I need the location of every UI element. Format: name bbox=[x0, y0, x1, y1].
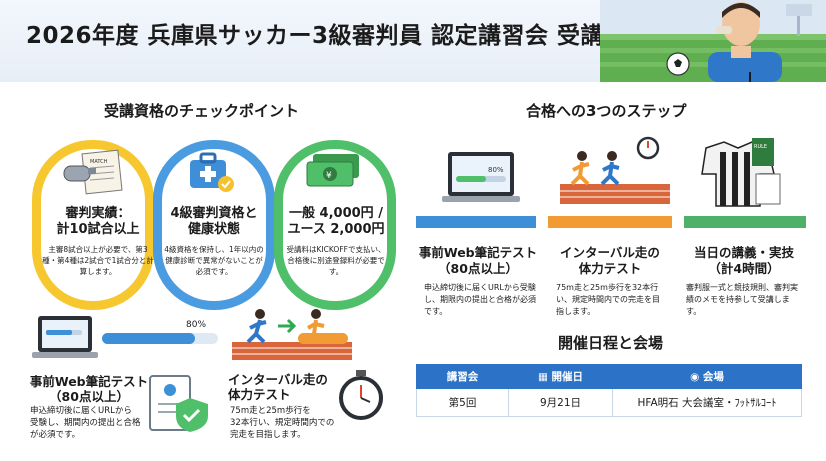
check-item-title-2b: 健康状態 bbox=[187, 222, 240, 237]
medical-kit-icon bbox=[190, 152, 234, 192]
referee-illustration bbox=[600, 0, 826, 82]
money-icon: ¥ bbox=[306, 154, 359, 187]
steps-section-title: 合格への3つのステップ bbox=[526, 102, 687, 120]
page-header: 2026年度 兵庫県サッカー3級審判員 認定講習会 受講ガイド bbox=[0, 0, 826, 82]
step-laptop-icon: 80% bbox=[442, 152, 520, 202]
web-test-note: 申込締切後に届くURLから 受験し、期間内の提出と合格 が必須です。 bbox=[30, 405, 141, 441]
schedule-cell-session: 第5回 bbox=[416, 388, 509, 417]
run-test-note-3: 完走を目指します。 bbox=[230, 430, 306, 440]
rule-book-label: RULE bbox=[754, 144, 767, 150]
step3-title-2: （計4時間） bbox=[708, 261, 780, 276]
schedule-header-session: 講習会 bbox=[416, 364, 509, 389]
check-item-fee-text: 一般 4,000円 / ユース 2,000円 受講料はKICKOFFで支払い、合… bbox=[284, 206, 388, 277]
check-item-note-1: 主審8試合以上が必要で、第3種・第4種は2試合で1試合分と計算します。 bbox=[42, 245, 154, 276]
step1-note: 申込締切後に届くURLから受験し、期限内の提出と合格が必須です。 bbox=[424, 283, 536, 316]
schedule-cell-date: 9月21日 bbox=[508, 388, 613, 417]
step1-title: 事前Web筆記テスト （80点以上） bbox=[416, 245, 540, 277]
check-item-fee bbox=[274, 140, 396, 310]
check-item-title-3b: ユース 2,000円 bbox=[287, 222, 385, 237]
referee-icon bbox=[708, 2, 782, 82]
yen-label: ¥ bbox=[326, 171, 332, 181]
web-test-note-1: 申込締切後に届くURLから bbox=[30, 406, 132, 416]
schedule-cell-venue: HFA明石 大会議室・ﾌｯﾄｻﾙｺｰﾄ bbox=[612, 388, 802, 417]
schedule-header-row: 講習会 ▦ 開催日 ◉ 会場 bbox=[416, 364, 802, 389]
web-test-progress-track bbox=[102, 333, 218, 344]
check-item-title-2a: 4級審判資格と bbox=[170, 206, 258, 221]
check-item-note-3: 受講料はKICKOFFで支払い、合格後に別途登録料が必要です。 bbox=[286, 245, 386, 276]
web-test-progress-label: 80% bbox=[186, 320, 207, 330]
check-item-record-text: 審判実績： 計10試合以上 主審8試合以上が必要で、第3種・第4種は2試合で1試… bbox=[42, 206, 154, 277]
step3-color-bar bbox=[684, 216, 806, 228]
table-row: 第5回 9月21日 HFA明石 大会議室・ﾌｯﾄｻﾙｺｰﾄ bbox=[416, 388, 802, 417]
schedule-header-date-label: 開催日 bbox=[551, 371, 584, 383]
check-item-title-3a: 一般 4,000円 / bbox=[289, 206, 383, 221]
web-test-title-2: （80点以上） bbox=[49, 389, 129, 404]
web-test-note-3: が必須です。 bbox=[30, 430, 81, 440]
check-section-title: 受講資格のチェックポイント bbox=[104, 102, 300, 120]
stopwatch-icon bbox=[339, 370, 383, 420]
run-test-note-1: 75m走と25m歩行を bbox=[230, 406, 311, 416]
step1-title-2: （80点以上） bbox=[438, 261, 518, 276]
referee-uniform-icon: RULE bbox=[701, 138, 781, 207]
step1-color-bar bbox=[416, 216, 536, 228]
match-card-label: MATCH bbox=[90, 159, 108, 165]
run-step-bar bbox=[298, 333, 348, 344]
step2-title-2: 体力テスト bbox=[578, 261, 642, 276]
schedule-header-date: ▦ 開催日 bbox=[508, 364, 613, 389]
laptop-icon bbox=[32, 316, 98, 358]
step-laptop-score: 80% bbox=[488, 166, 504, 174]
check-item-title-1a: 審判実績： bbox=[65, 206, 131, 221]
run-test-note-2: 32本行い、規定時間内での bbox=[230, 418, 335, 428]
step3-note: 審判服一式と競技規則、審判実績のメモを持参して受講します。 bbox=[686, 283, 798, 316]
web-test-title: 事前Web筆記テスト （80点以上） bbox=[24, 374, 154, 404]
step2-title: インターバル走の 体力テスト bbox=[550, 245, 670, 277]
run-test-title-2: 体力テスト bbox=[228, 387, 291, 402]
step2-note: 75m走と25m歩行を32本行い、規定時間内での完走を目指します。 bbox=[556, 283, 660, 316]
run-test-title: インターバル走の 体力テスト bbox=[228, 372, 338, 402]
soccer-ball-icon bbox=[666, 52, 690, 76]
location-pin-icon: ◉ bbox=[690, 371, 703, 383]
schedule-title: 開催日程と会場 bbox=[558, 334, 664, 352]
web-test-note-2: 受験し、期間内の提出と合格 bbox=[30, 418, 141, 428]
calendar-icon: ▦ bbox=[537, 371, 552, 383]
web-test-progress-fill bbox=[102, 333, 195, 344]
step3-title-1: 当日の講義・実技 bbox=[693, 245, 794, 260]
schedule-header-session-label: 講習会 bbox=[446, 371, 479, 383]
schedule-table: 講習会 ▦ 開催日 ◉ 会場 第5回 9月21日 HFA明石 大会議室・ﾌｯﾄｻ… bbox=[416, 364, 802, 417]
checklist-shield-icon bbox=[149, 375, 208, 432]
schedule-header-venue: ◉ 会場 bbox=[612, 364, 802, 389]
check-item-note-2: 4級資格を保持し、1年以内の健康診断で異常がないことが必須です。 bbox=[164, 245, 264, 276]
stadium-light-icon bbox=[786, 4, 812, 36]
step-runners-icon bbox=[560, 136, 670, 204]
check-item-health-text: 4級審判資格と 健康状態 4級資格を保持し、1年以内の健康診断で異常がないことが… bbox=[162, 206, 266, 277]
check-item-record bbox=[32, 140, 154, 310]
step1-title-1: 事前Web筆記テスト bbox=[418, 245, 538, 260]
check-item-health bbox=[153, 140, 275, 310]
web-test-title-1: 事前Web筆記テスト bbox=[29, 374, 149, 389]
schedule-header-venue-label: 会場 bbox=[702, 371, 724, 383]
check-item-title-1b: 計10試合以上 bbox=[56, 222, 140, 237]
run-test-note: 75m走と25m歩行を 32本行い、規定時間内での 完走を目指します。 bbox=[230, 405, 334, 441]
whistle-scorecard-icon: MATCH bbox=[63, 149, 123, 195]
step2-color-bar bbox=[548, 216, 672, 228]
page-title: 2026年度 兵庫県サッカー3級審判員 認定講習会 受講ガイド bbox=[26, 23, 675, 49]
run-test-title-1: インターバル走の bbox=[228, 372, 328, 387]
step2-title-1: インターバル走の bbox=[560, 245, 660, 260]
step3-title: 当日の講義・実技 （計4時間） bbox=[682, 245, 806, 277]
